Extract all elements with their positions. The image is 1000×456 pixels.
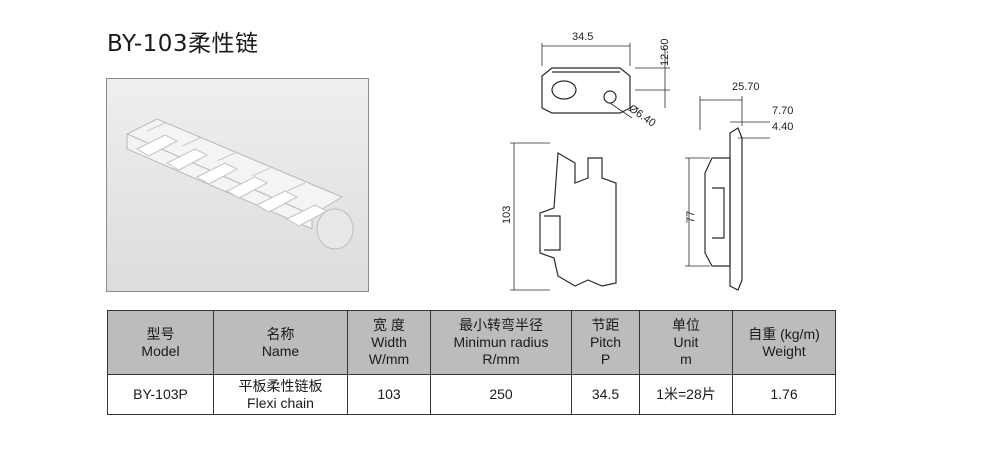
- technical-drawing: 34.5 12.60 Ø6.40 103 25.70 7.70 4.40 77: [501, 31, 793, 291]
- chain-photo-illustration: [125, 118, 354, 250]
- header-weight: 自重 (kg/m) Weight: [732, 310, 836, 375]
- page-title: BY-103柔性链: [107, 31, 259, 57]
- cell-model: BY-103P: [107, 374, 214, 415]
- cell-pitch: 34.5: [571, 374, 640, 415]
- dim-side-4: 4.40: [772, 121, 793, 133]
- dim-top-width: 34.5: [572, 31, 593, 43]
- cell-radius: 250: [430, 374, 572, 415]
- cell-weight: 1.76: [732, 374, 836, 415]
- header-pitch: 节距 Pitch P: [571, 310, 640, 375]
- header-unit: 单位 Unit m: [639, 310, 733, 375]
- table-row: BY-103P 平板柔性链板 Flexi chain 103 250 34.5 …: [107, 374, 836, 415]
- product-photo: [106, 78, 369, 292]
- dim-hole-diameter: Ø6.40: [626, 103, 657, 130]
- dim-side-25: 25.70: [732, 81, 760, 93]
- dim-height-front: 103: [501, 206, 513, 224]
- header-width: 宽 度 Width W/mm: [347, 310, 431, 375]
- cell-unit: 1米=28片: [639, 374, 733, 415]
- dim-side-7: 7.70: [772, 105, 793, 117]
- header-name: 名称 Name: [213, 310, 348, 375]
- header-radius: 最小转弯半径 Minimun radius R/mm: [430, 310, 572, 375]
- dim-top-height: 12.60: [659, 38, 671, 66]
- table-header-row: 型号 Model 名称 Name 宽 度 Width W/mm 最小转弯半径 M…: [107, 310, 836, 375]
- dim-height-side: 77: [685, 211, 697, 223]
- spec-table: 型号 Model 名称 Name 宽 度 Width W/mm 最小转弯半径 M…: [107, 310, 836, 415]
- cell-width: 103: [347, 374, 431, 415]
- cell-name: 平板柔性链板 Flexi chain: [213, 374, 348, 415]
- header-model: 型号 Model: [107, 310, 214, 375]
